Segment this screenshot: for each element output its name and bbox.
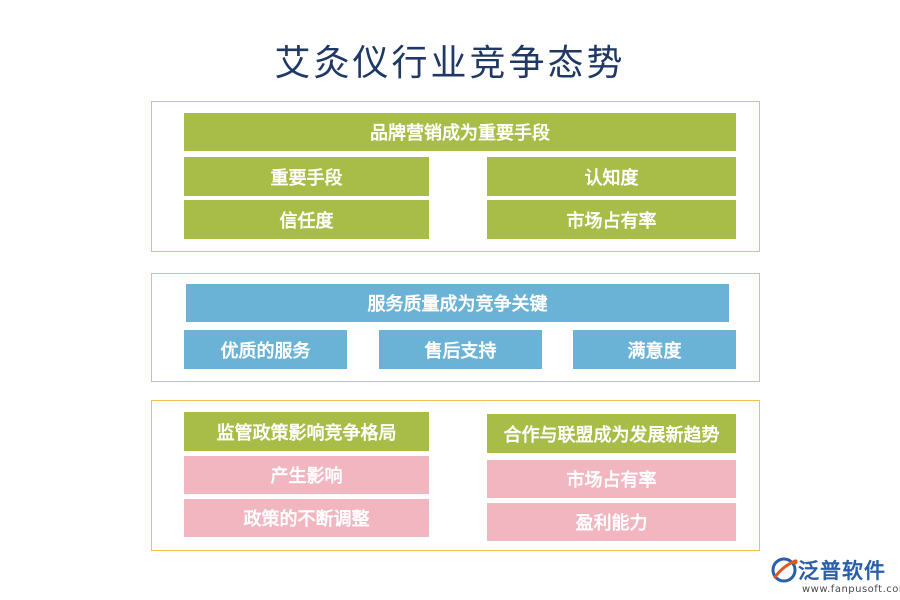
quality-service-box: 优质的服务 (184, 330, 347, 369)
fanpu-logo: 泛普软件 www.fanpusoft.com (770, 553, 900, 599)
service-quality-header: 服务质量成为竞争关键 (186, 284, 729, 322)
after-sales-box: 售后支持 (379, 330, 542, 369)
logo-name: 泛普软件 (798, 559, 886, 583)
important-means-box: 重要手段 (184, 157, 429, 196)
impact-box: 产生影响 (184, 456, 429, 494)
brand-marketing-header: 品牌营销成为重要手段 (184, 113, 736, 151)
service-quality-panel (151, 273, 760, 382)
awareness-box: 认知度 (487, 157, 736, 196)
trust-box: 信任度 (184, 200, 429, 239)
brand-marketing-panel (151, 101, 760, 252)
satisfaction-box: 满意度 (573, 330, 736, 369)
fanpu-logo-icon (771, 557, 798, 583)
policy-alliance-panel (151, 400, 760, 551)
regulatory-policy-header: 监管政策影响竞争格局 (184, 412, 429, 451)
market-share-pink-box: 市场占有率 (487, 460, 736, 498)
cooperation-alliance-header: 合作与联盟成为发展新趋势 (487, 414, 736, 453)
policy-adjustment-box: 政策的不断调整 (184, 499, 429, 537)
profitability-box: 盈利能力 (487, 503, 736, 541)
logo-url: www.fanpusoft.com (802, 584, 900, 595)
market-share-box: 市场占有率 (487, 200, 736, 239)
page-title: 艾灸仪行业竞争态势 (274, 43, 626, 84)
